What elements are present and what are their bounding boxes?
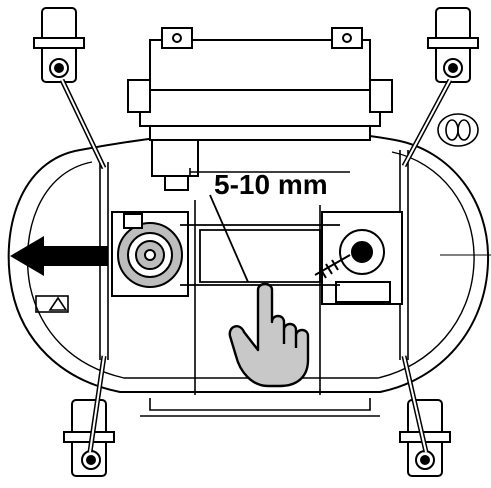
tension-spring — [314, 254, 351, 279]
hand-press-icon — [228, 282, 310, 388]
warning-triangle-icon — [35, 295, 69, 313]
measurement-callout: 5-10 mm — [189, 168, 350, 200]
arrow-left-icon — [10, 236, 108, 276]
belt — [180, 194, 340, 286]
caster-arms-inner — [61, 79, 451, 453]
measurement-label: 5-10 mm — [214, 169, 328, 200]
pulley-right — [321, 211, 403, 305]
pulley-left — [111, 211, 189, 297]
caster-wheel-front-right — [427, 7, 479, 83]
oval-decal — [437, 113, 479, 147]
motor-housing — [127, 27, 393, 191]
caster-wheel-front-left — [33, 7, 85, 83]
caster-wheel-rear-left — [63, 399, 115, 477]
